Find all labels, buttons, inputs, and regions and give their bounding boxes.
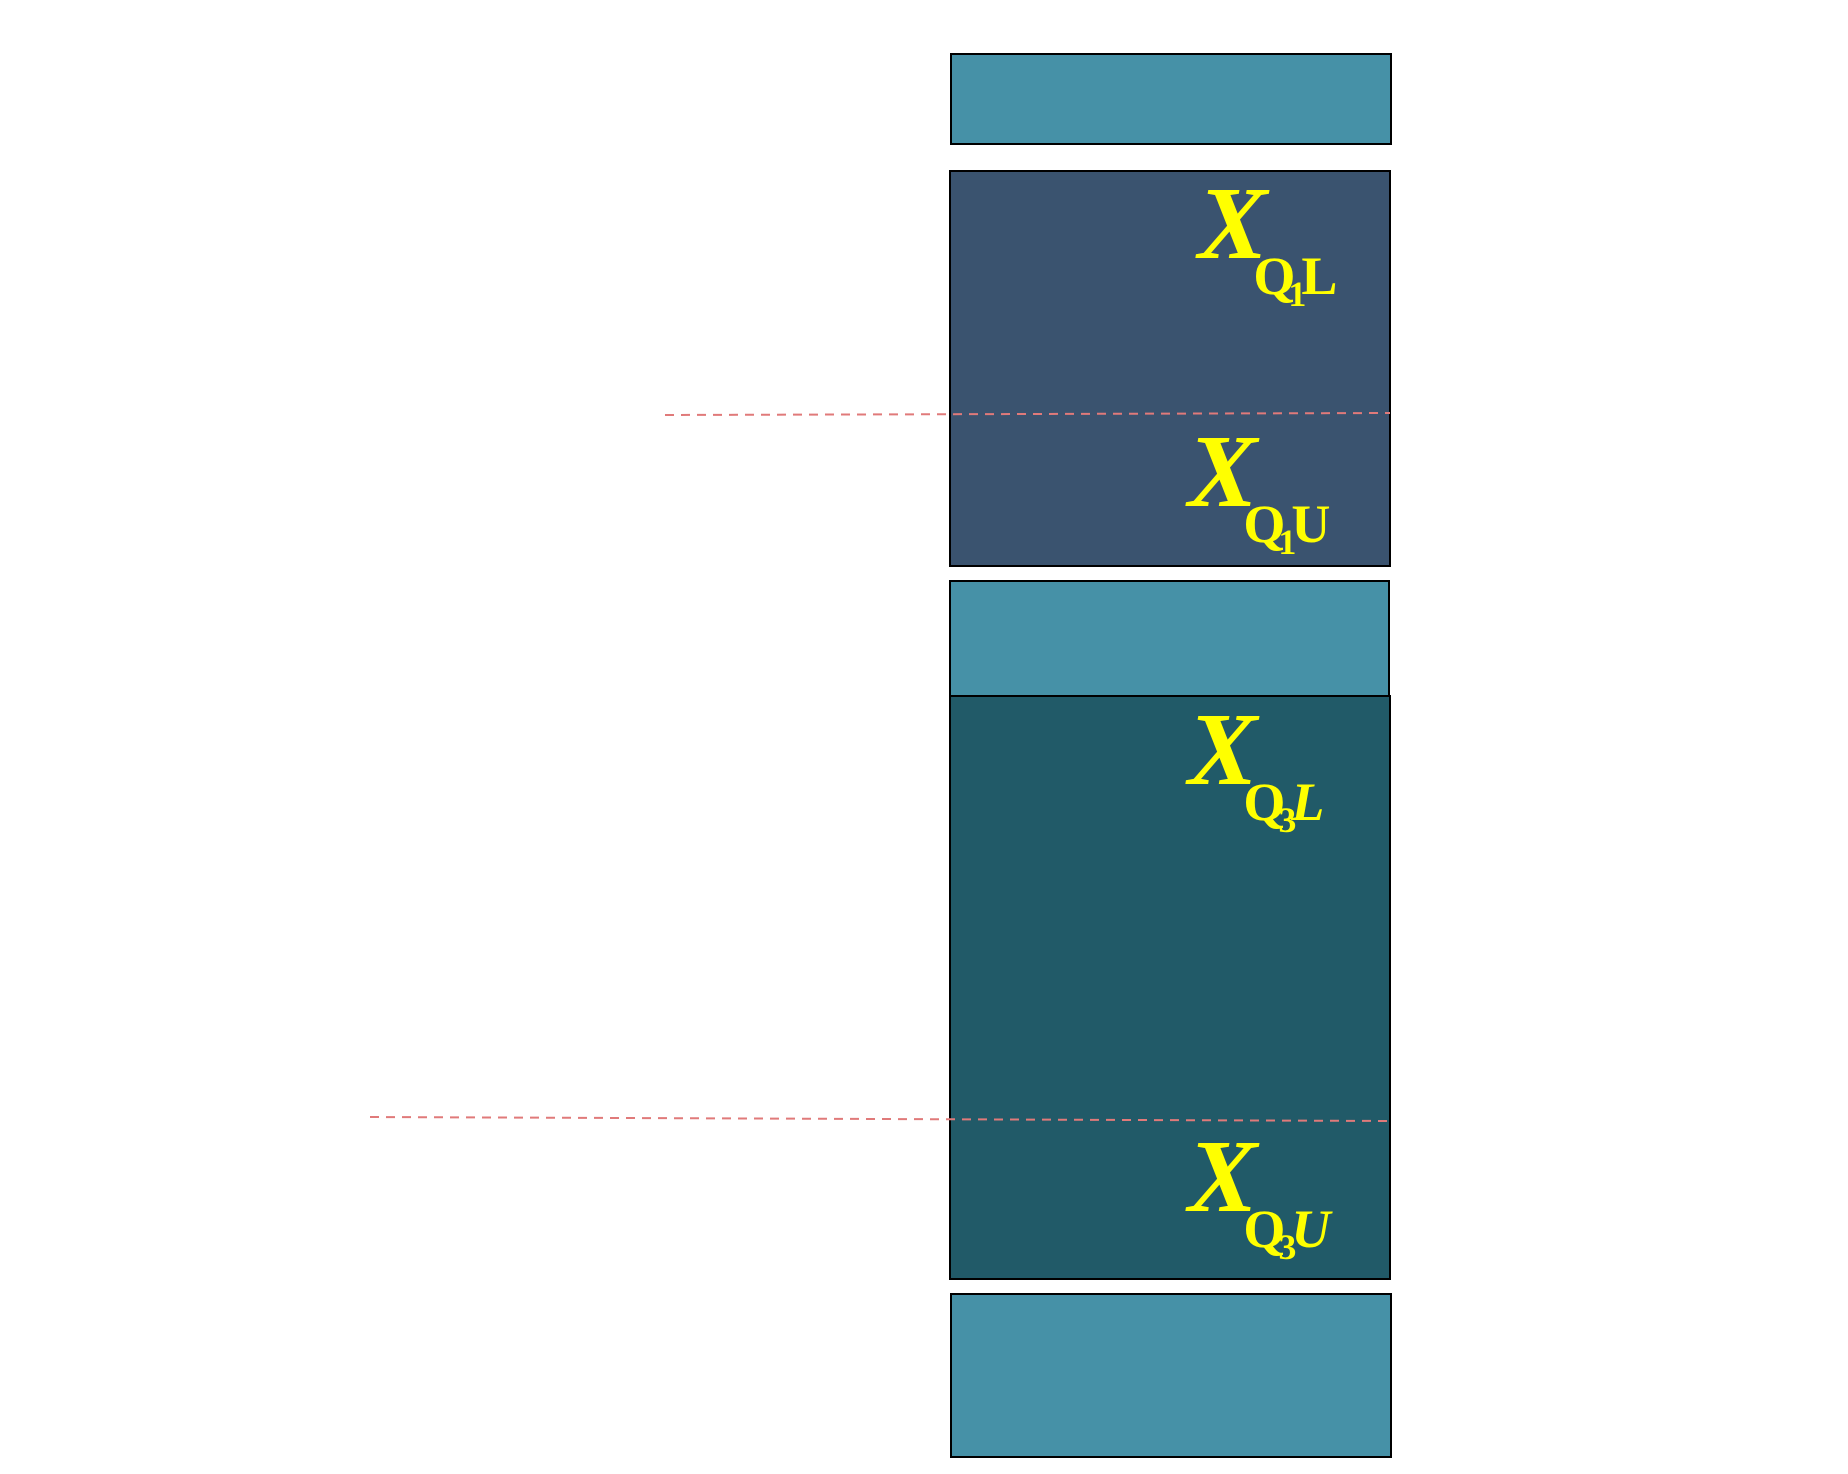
q1-guide-line (664, 412, 1391, 416)
q3-block (949, 695, 1391, 1280)
label-main: X (1188, 692, 1257, 807)
top-block (950, 53, 1392, 145)
label-x-q1-l: XQ1L (1198, 172, 1337, 313)
label-main: X (1198, 166, 1267, 281)
q1-block (949, 170, 1391, 567)
label-x-q3-l: XQ3L (1188, 698, 1324, 839)
q3-guide-line (369, 1116, 1394, 1122)
label-main: X (1188, 1119, 1257, 1234)
label-sub: Q3U (1243, 1199, 1330, 1267)
bottom-block (950, 1293, 1392, 1458)
label-sub: Q3L (1243, 772, 1324, 840)
label-x-q3-u: XQ3U (1188, 1125, 1330, 1266)
label-x-q1-u: XQ1U (1188, 420, 1330, 561)
label-sub: Q1U (1243, 494, 1330, 562)
label-main: X (1188, 414, 1257, 529)
label-sub: Q1L (1253, 246, 1337, 314)
